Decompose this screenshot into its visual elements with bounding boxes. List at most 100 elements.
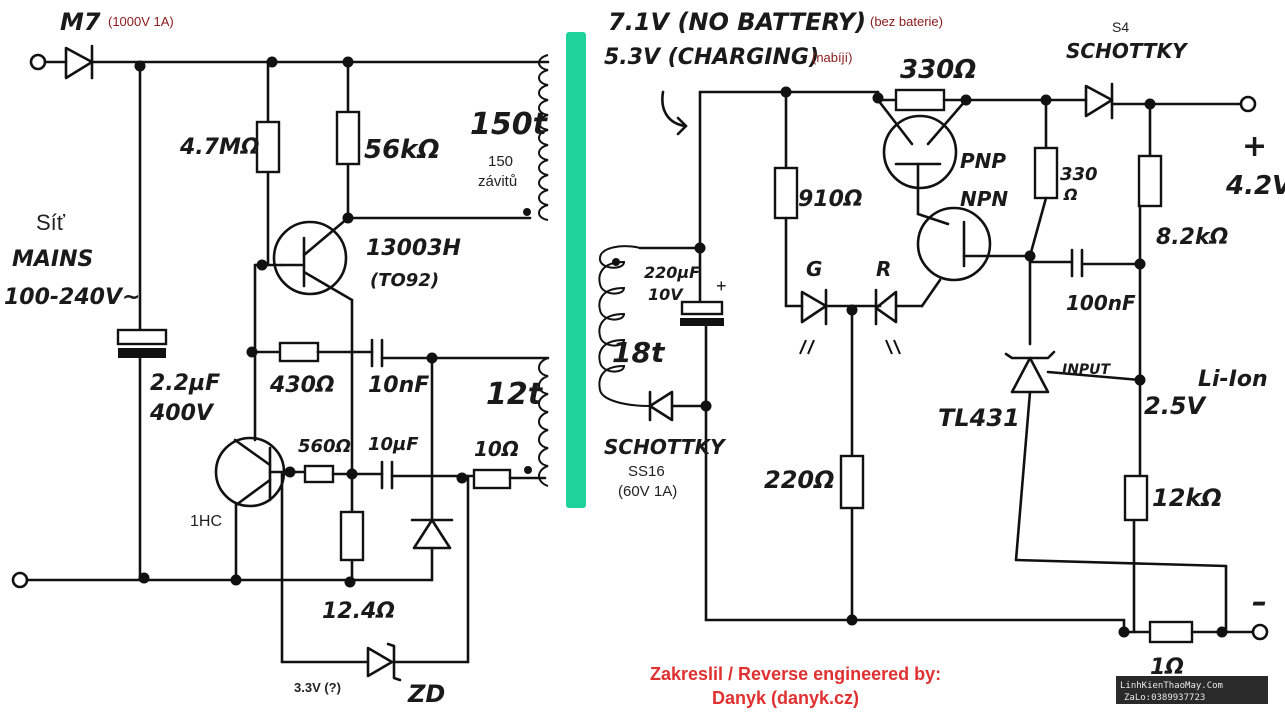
label-mains-en: MAINS xyxy=(12,247,93,272)
label-schottky-rating: (60V 1A) xyxy=(618,483,677,500)
label-output-plus: + xyxy=(1242,129,1267,164)
label-winding-zavitu: závitů xyxy=(478,173,517,190)
label-li-ion: Li-Ion xyxy=(1198,367,1268,392)
label-r-8k2: 8.2kΩ xyxy=(1156,225,1228,250)
label-r-56k: 56kΩ xyxy=(364,135,440,165)
label-mains-range: 100-240V~ xyxy=(4,285,140,310)
mains-terminal-bottom xyxy=(11,571,29,589)
label-led-g: G xyxy=(806,257,822,281)
label-c-220u: 220µF xyxy=(644,263,700,282)
label-winding-12t: 12t xyxy=(486,377,544,412)
watermark: LinhKienThaoMay.Com ZaLo:0389937723 xyxy=(1116,676,1268,704)
label-c-100n: 100nF xyxy=(1066,291,1136,315)
label-tl431: TL431 xyxy=(938,404,1020,432)
resistor-12k xyxy=(1123,474,1149,522)
secondary-side xyxy=(598,82,1269,644)
primary-side xyxy=(11,44,550,682)
transistor-13003h xyxy=(272,216,354,302)
mains-terminal-top xyxy=(29,53,47,71)
label-winding-18t: 18t xyxy=(612,336,666,369)
label-r-330-v: 330 xyxy=(1060,164,1098,185)
label-v-no-battery: 7.1V (NO BATTERY) xyxy=(608,8,866,36)
label-c-10u: 10µF xyxy=(368,434,419,455)
label-r-12k: 12kΩ xyxy=(1152,484,1222,512)
label-r-10: 10Ω xyxy=(474,437,519,461)
label-tl431-input: INPUT xyxy=(1062,362,1112,378)
label-schottky: SCHOTTKY xyxy=(604,435,727,459)
output-minus-terminal xyxy=(1251,623,1269,641)
watermark-line-2: ZaLo:0389937723 xyxy=(1124,693,1205,703)
schottky-s4 xyxy=(1084,82,1114,120)
label-v-charging-note: (nabíjí) xyxy=(812,50,852,65)
label-zener: ZD xyxy=(407,680,445,708)
input-diode xyxy=(64,44,94,80)
transistor-1hc xyxy=(214,436,292,508)
capacitor-220u xyxy=(680,300,724,326)
label-c-220u-v: 10V xyxy=(648,285,684,304)
label-c-220u-plus: + xyxy=(716,276,727,296)
watermark-line-1: LinhKienThaoMay.Com xyxy=(1120,681,1223,691)
output-plus-terminal xyxy=(1239,95,1257,113)
labels: M7 (1000V 1A) Síť MAINS 100-240V~ 4.7MΩ … xyxy=(4,8,1285,708)
resistor-8k2 xyxy=(1137,154,1163,208)
label-diode-m7: M7 xyxy=(60,8,101,36)
label-cap-input: 2.2µF xyxy=(150,371,220,396)
label-r-330-top: 330Ω xyxy=(900,55,976,85)
resistor-1 xyxy=(1148,620,1194,644)
label-winding-150t: 150t xyxy=(470,107,549,142)
transformer-core-divider xyxy=(566,32,586,508)
resistor-910 xyxy=(773,166,799,220)
led-red xyxy=(874,288,901,355)
label-r-220: 220Ω xyxy=(764,466,835,494)
input-capacitor xyxy=(116,328,168,358)
resistor-10 xyxy=(472,468,512,490)
label-diode-note: (1000V 1A) xyxy=(108,14,174,29)
led-green xyxy=(799,288,828,355)
resistor-4m7 xyxy=(255,120,281,174)
label-zener-voltage: 3.3V (?) xyxy=(294,680,341,695)
label-v-ref: 2.5V xyxy=(1144,392,1208,420)
capacitor-10u xyxy=(380,460,394,490)
schottky-ss16 xyxy=(648,390,674,422)
label-r-910: 910Ω xyxy=(798,187,863,212)
label-mains-cz: Síť xyxy=(36,210,66,235)
label-output-minus: – xyxy=(1252,585,1267,620)
aux-winding-12t xyxy=(524,357,549,487)
label-r-560: 560Ω xyxy=(298,436,351,457)
capacitor-10n xyxy=(370,338,384,368)
label-transistor-1hc: 1HC xyxy=(190,513,222,530)
label-r-12r4: 12.4Ω xyxy=(322,599,395,624)
label-r-330-v-unit: Ω xyxy=(1063,185,1078,204)
credit-line-1: Zakreslil / Reverse engineered by: xyxy=(650,664,941,684)
primary-winding-150t xyxy=(523,54,549,221)
label-cap-input-v: 400V xyxy=(149,401,215,426)
label-r-4m7: 4.7MΩ xyxy=(179,135,260,160)
label-winding-150-note: 150 xyxy=(488,153,513,170)
label-v-charging: 5.3V (CHARGING) xyxy=(604,45,819,70)
resistor-330-v xyxy=(1033,146,1059,200)
resistor-560 xyxy=(303,464,335,484)
capacitor-100n xyxy=(1070,248,1084,278)
resistor-220 xyxy=(839,454,865,510)
credit-line-2: Danyk (danyk.cz) xyxy=(712,688,859,708)
label-r-1: 1Ω xyxy=(1150,655,1184,680)
clamp-diode xyxy=(410,518,454,550)
resistor-12r4 xyxy=(339,510,365,562)
label-transistor-13003h: 13003H xyxy=(366,236,461,261)
resistor-56k xyxy=(335,110,361,166)
label-schottky-2: SCHOTTKY xyxy=(1066,39,1189,63)
label-v-no-battery-note: (bez baterie) xyxy=(870,14,943,29)
label-c-10n: 10nF xyxy=(368,373,429,398)
label-transistor-pkg: (TO92) xyxy=(370,270,439,291)
label-v-out: 4.2V xyxy=(1225,171,1285,201)
transistor-npn xyxy=(916,206,1032,282)
label-schottky-part: SS16 xyxy=(628,463,665,480)
label-s4: S4 xyxy=(1112,19,1129,35)
label-npn: NPN xyxy=(960,187,1008,211)
transistor-pnp xyxy=(876,98,968,216)
resistor-330-top xyxy=(894,88,946,112)
label-led-r: R xyxy=(876,257,891,281)
label-r-430: 430Ω xyxy=(269,373,335,398)
label-pnp: PNP xyxy=(960,149,1006,173)
